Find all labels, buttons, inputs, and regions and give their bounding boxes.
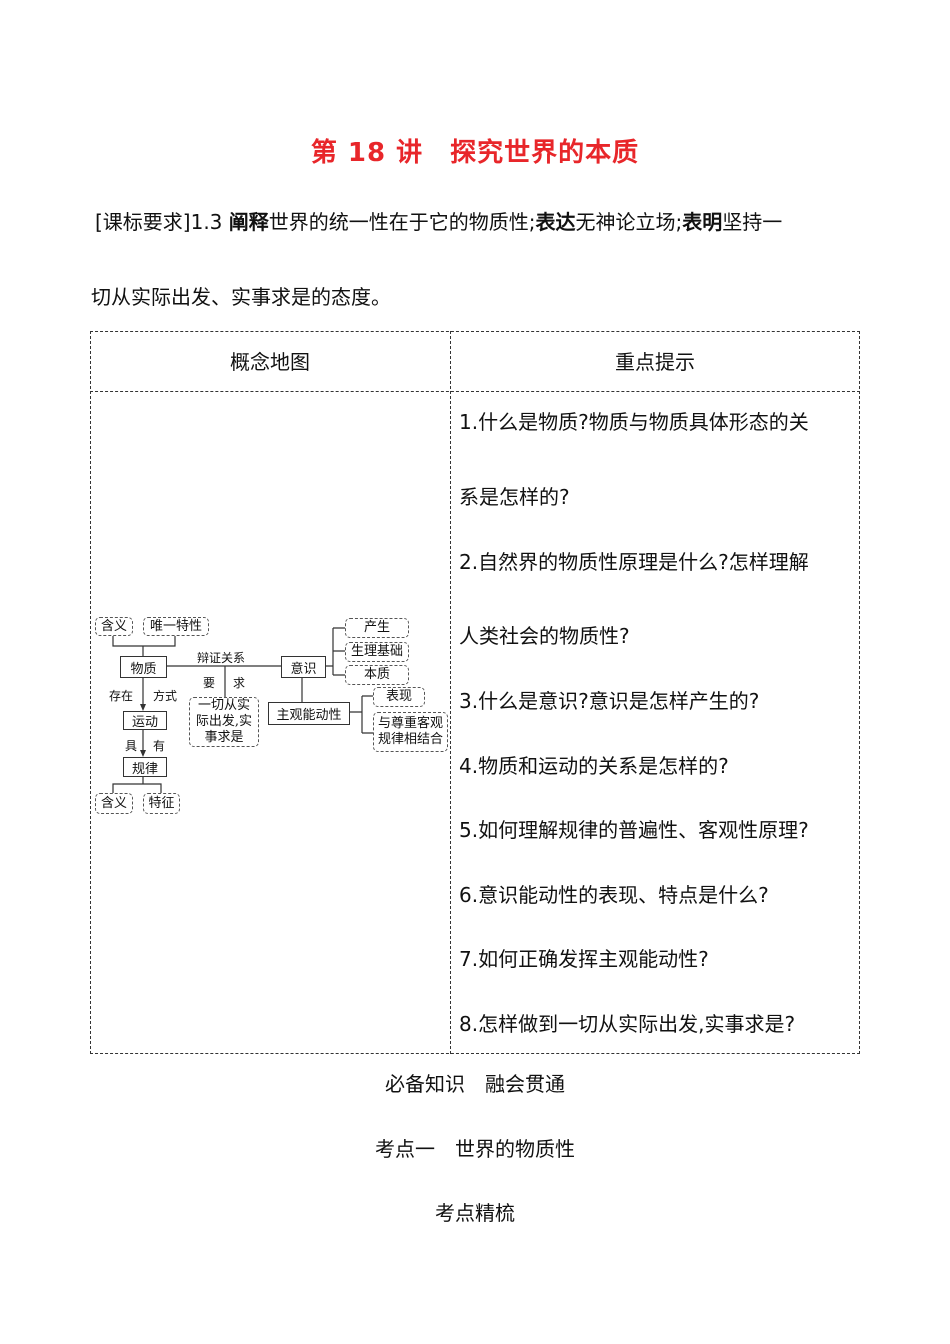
matter-uniqueness-box: 唯一特性 xyxy=(143,617,209,636)
section-heading: 必备知识 融会贯通 xyxy=(385,1072,565,1096)
consciousness-box: 意识 xyxy=(281,656,326,678)
mode-label: 方式 xyxy=(153,689,178,703)
req-bold: 阐释 xyxy=(228,210,269,234)
question: 2.自然界的物质性原理是什么?怎样理解 xyxy=(459,550,809,574)
curriculum-requirement: [课标要求]1.3 阐释世界的统一性在于它的物质性;表达无神论立场;表明坚持一 xyxy=(95,206,782,235)
overview-table xyxy=(90,331,860,1054)
question: 人类社会的物质性? xyxy=(459,624,630,648)
req-text: 世界的统一性在于它的物质性; xyxy=(268,210,536,234)
practical-box: 一切从实际出发,实事求是 xyxy=(189,697,259,747)
question: 4.物质和运动的关系是怎样的? xyxy=(459,754,729,778)
section-heading: 考点一 世界的物质性 xyxy=(375,1137,575,1161)
origin-box: 产生 xyxy=(345,618,409,638)
initiative-box: 主观能动性 xyxy=(268,702,350,725)
section-heading: 考点精梳 xyxy=(435,1201,515,1225)
you-label: 有 xyxy=(153,739,166,753)
law-meaning-box: 含义 xyxy=(95,793,133,814)
header-key-points: 重点提示 xyxy=(615,350,695,374)
exist-label: 存在 xyxy=(109,689,134,703)
question: 5.如何理解规律的普遍性、客观性原理? xyxy=(459,818,809,842)
req-bold: 表明 xyxy=(682,210,723,234)
req-text: 坚持一 xyxy=(722,210,783,234)
law-feature-box: 特征 xyxy=(143,793,180,814)
header-concept-map: 概念地图 xyxy=(230,350,310,374)
req-bold: 表达 xyxy=(535,210,576,234)
matter-box: 物质 xyxy=(120,656,167,678)
page-title: 第 18 讲 探究世界的本质 xyxy=(310,138,640,168)
question: 系是怎样的? xyxy=(459,485,570,509)
req-prefix: [课标要求]1.3 xyxy=(95,210,229,234)
question: 8.怎样做到一切从实际出发,实事求是? xyxy=(459,1012,796,1036)
ju-label: 具 xyxy=(125,739,138,753)
essence-box: 本质 xyxy=(345,665,409,685)
law-box: 规律 xyxy=(123,757,167,777)
question: 6.意识能动性的表现、特点是什么? xyxy=(459,883,769,907)
req-text: 无神论立场; xyxy=(575,210,683,234)
question: 7.如何正确发挥主观能动性? xyxy=(459,947,709,971)
req-label: 要 xyxy=(203,676,216,690)
motion-box: 运动 xyxy=(123,711,167,730)
manifestation-box: 表现 xyxy=(373,687,425,707)
physiological-box: 生理基础 xyxy=(345,642,409,662)
table-divider xyxy=(450,331,451,1054)
question: 3.什么是意识?意识是怎样产生的? xyxy=(459,689,760,713)
matter-meaning-box: 含义 xyxy=(95,617,133,636)
table-divider xyxy=(90,391,860,392)
dialectical-label: 辩证关系 xyxy=(197,651,246,665)
req-label: 求 xyxy=(233,676,246,690)
question: 1.什么是物质?物质与物质具体形态的关 xyxy=(459,410,809,434)
curriculum-requirement-line2: 切从实际出发、实事求是的态度。 xyxy=(91,285,391,309)
combine-box: 与尊重客观规律相结合 xyxy=(373,712,448,752)
